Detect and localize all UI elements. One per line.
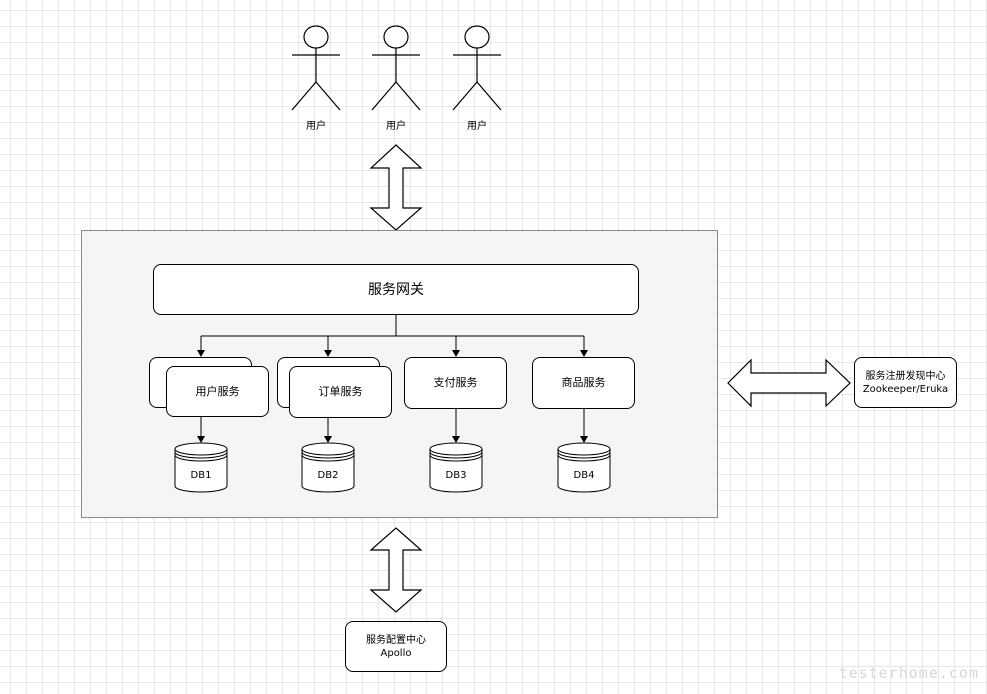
gateway-label: 服务网关 (368, 281, 424, 298)
watermark: testerhome.com (838, 664, 979, 682)
db-label: DB2 (317, 470, 339, 481)
db-label: DB1 (190, 470, 212, 481)
user-label: 用户 (467, 121, 487, 132)
service-label: 商品服务 (561, 376, 606, 389)
config-center: 服务配置中心 Apollo (345, 621, 447, 672)
registry-subtitle: Zookeeper/Eruka (862, 383, 949, 395)
config-title: 服务配置中心 (366, 634, 426, 646)
service-registry: 服务注册发现中心 Zookeeper/Eruka (854, 357, 957, 408)
db-label: DB4 (573, 470, 595, 481)
user-actor-icon (452, 25, 502, 111)
registry-title: 服务注册发现中心 (865, 370, 946, 382)
order-service: 订单服务 (289, 366, 392, 418)
database-icon (301, 442, 355, 493)
config-subtitle: Apollo (380, 647, 412, 659)
user-service: 用户服务 (166, 366, 269, 417)
user-label: 用户 (306, 121, 326, 132)
gateway-connectors (197, 315, 588, 357)
database-icon (429, 442, 483, 493)
db-label: DB3 (445, 470, 467, 481)
database-icon (174, 442, 228, 493)
user-actor-icon (291, 25, 341, 111)
product-service: 商品服务 (532, 357, 635, 409)
service-label: 订单服务 (318, 385, 363, 398)
user-label: 用户 (386, 121, 406, 132)
db-connectors (197, 409, 588, 443)
database-icon (557, 442, 611, 493)
service-gateway: 服务网关 (153, 264, 639, 315)
user-actor-icon (371, 25, 421, 111)
registry-double-arrow (727, 358, 851, 408)
config-double-arrow (369, 527, 423, 613)
service-label: 支付服务 (433, 376, 478, 389)
payment-service: 支付服务 (404, 357, 507, 409)
service-label: 用户服务 (195, 384, 240, 398)
